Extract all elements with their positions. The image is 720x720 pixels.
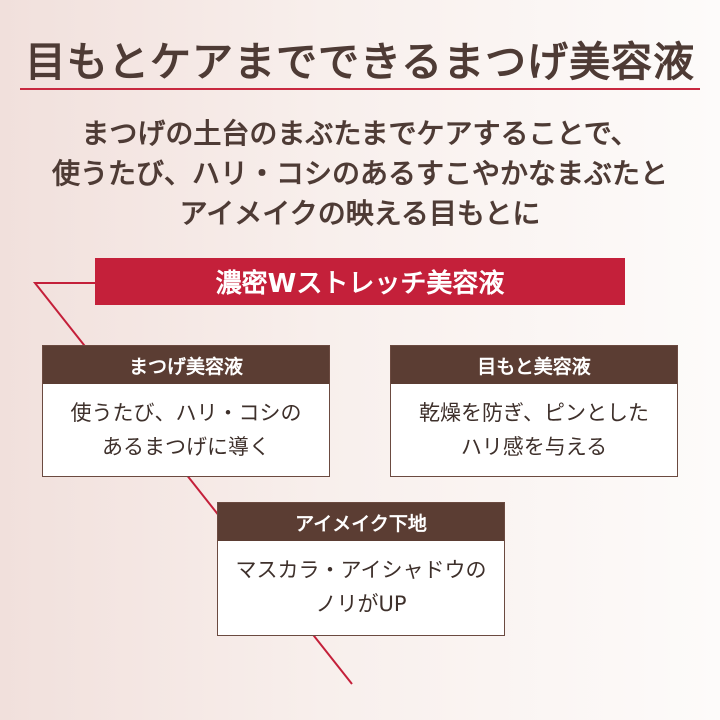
- subtitle-line: アイメイクの映える目もとに: [179, 197, 541, 230]
- subtitle-line: まつげの土台のまぶたまでケアすることで、: [81, 117, 639, 150]
- box-text: マスカラ・アイシャドウの: [235, 558, 487, 582]
- box-header: まつげ美容液: [43, 346, 329, 384]
- box-text: ハリ感を与える: [460, 435, 608, 459]
- feature-box-eyelash-serum: まつげ美容液 使うたび、ハリ・コシのあるまつげに導く: [42, 345, 330, 477]
- box-text: 乾燥を防ぎ、ピンとした: [419, 401, 649, 425]
- box-header: アイメイク下地: [218, 503, 504, 541]
- box-header: 目もと美容液: [391, 346, 677, 384]
- box-text: 使うたび、ハリ・コシの: [70, 401, 302, 425]
- box-text: ノリがUP: [315, 592, 407, 616]
- title-underline: [20, 88, 700, 90]
- box-text: あるまつげに導く: [102, 435, 270, 459]
- feature-box-makeup-base: アイメイク下地 マスカラ・アイシャドウのノリがUP: [217, 502, 505, 636]
- feature-box-eye-serum: 目もと美容液 乾燥を防ぎ、ピンとしたハリ感を与える: [390, 345, 678, 477]
- page-title: 目もとケアまでできるまつげ美容液: [24, 38, 696, 86]
- subtitle-line: 使うたび、ハリ・コシのあるすこやかなまぶたと: [51, 157, 668, 190]
- product-banner: 濃密Wストレッチ美容液: [95, 258, 625, 305]
